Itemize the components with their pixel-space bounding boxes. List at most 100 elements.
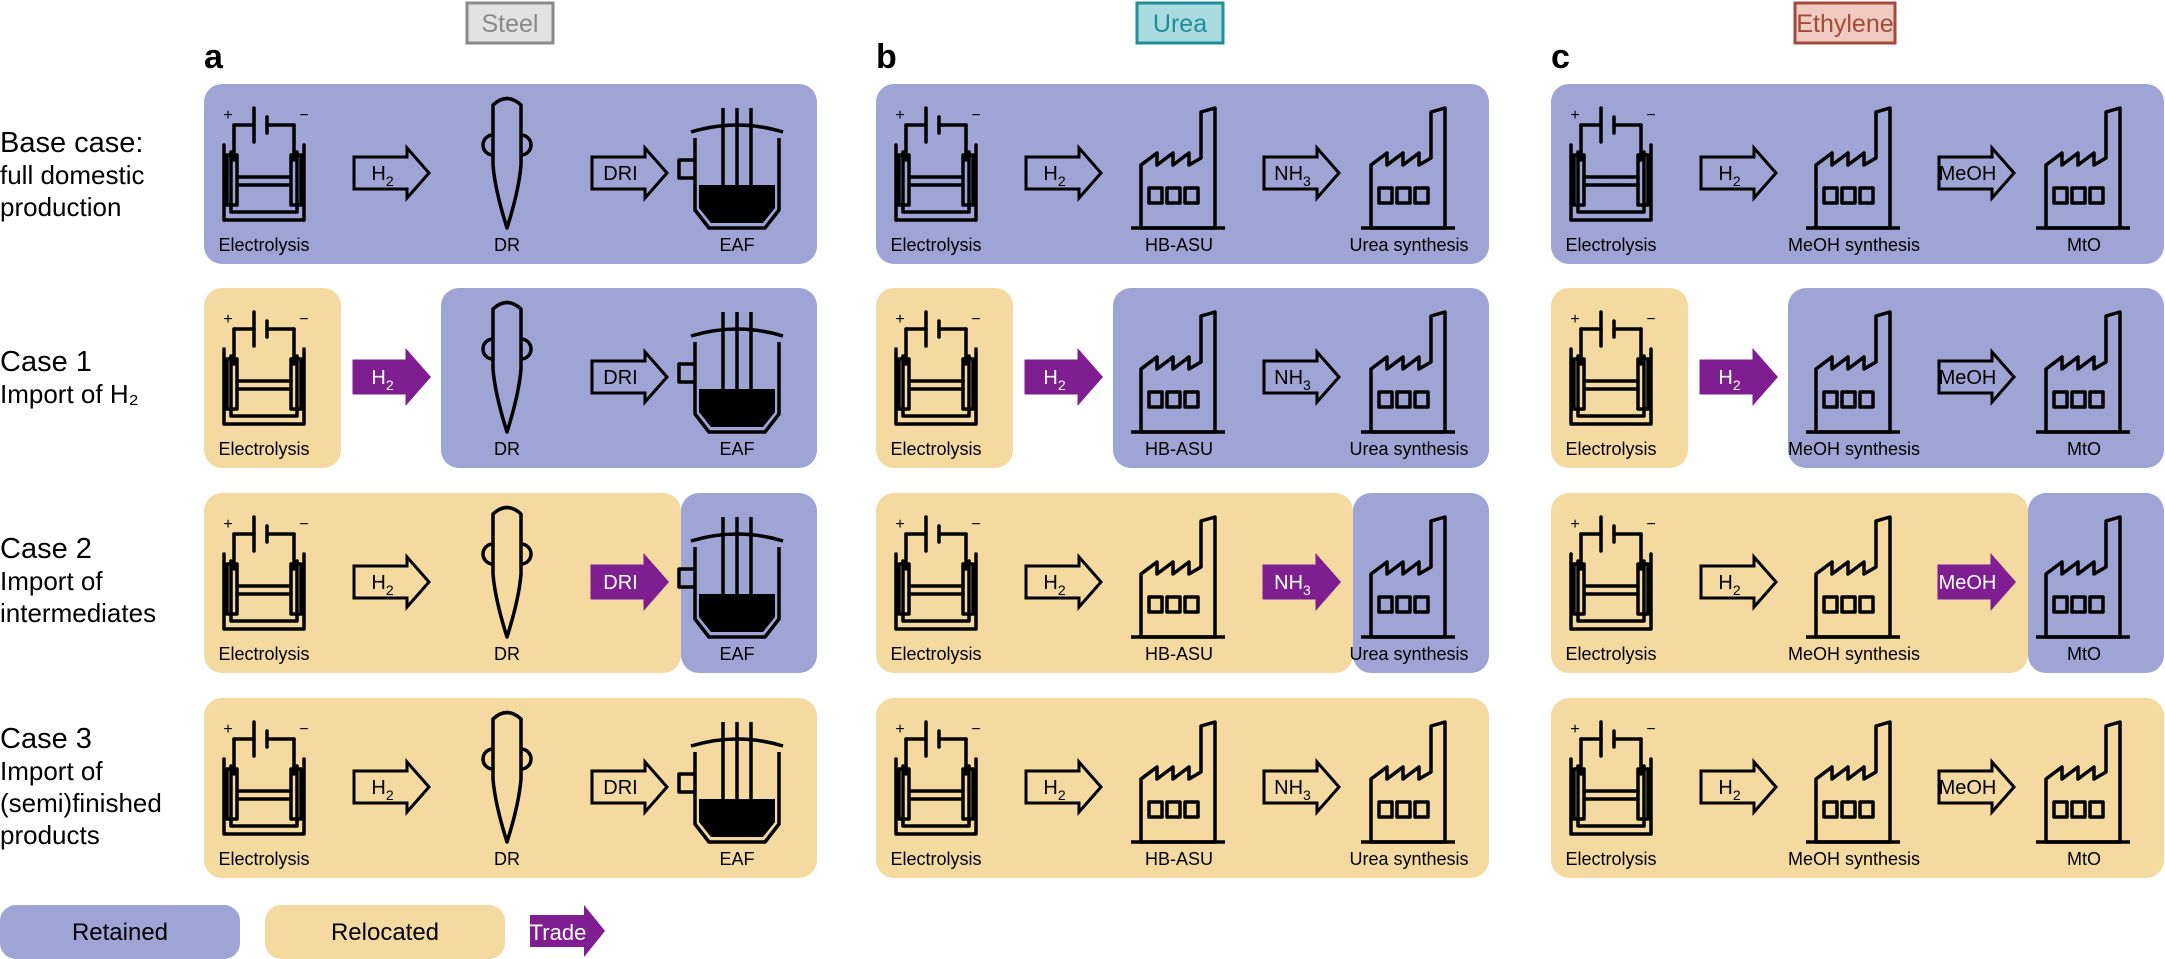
stage-label: DR [494,235,520,255]
legend-retained-label: Retained [72,919,168,946]
arrow-label-sub: 3 [1303,787,1311,803]
stage-label: Electrolysis [218,235,309,255]
arrow-label: H2 [371,163,393,189]
flow-arrow [1699,144,1778,202]
arc-furnace-icon [677,722,784,844]
arrow-label: H2 [1718,163,1740,189]
factory-icon [1806,515,1900,639]
flow-arrow [352,758,431,816]
factory-icon [2036,720,2130,844]
factory-icon [1131,720,1225,844]
column-header-box [465,1,555,45]
arrow-label: NH3 [1274,163,1311,189]
arrow-label-main: H [1043,163,1057,185]
trade-arrow [352,348,431,406]
stage-label: Electrolysis [890,644,981,664]
factory-icon [1361,720,1455,844]
stage-label: MeOH synthesis [1788,235,1920,255]
flow-arrow [590,758,669,816]
column-header-box [1793,1,1897,45]
arrow-label-main: MeOH [1939,572,1997,594]
arrow-label-main: NH [1274,777,1303,799]
stage-label: MeOH synthesis [1788,849,1920,869]
minus-sign: − [299,721,308,738]
arrow-label-main: DRI [603,572,637,594]
arrow-label-main: DRI [603,367,637,389]
arrow-label-sub: 3 [1303,582,1311,598]
arrow-label-main: H [1718,572,1732,594]
stage-label: DR [494,439,520,459]
arrow-label: MeOH [1939,572,1997,594]
relocated-block [876,698,1489,878]
electrolyzer-icon: +− [894,720,981,836]
flow-arrow [1699,553,1778,611]
flow-arrow [352,553,431,611]
stage-label: MtO [2067,849,2101,869]
arrow-label: NH3 [1274,572,1311,598]
flow-arrow [1262,758,1341,816]
arrow-label: H2 [371,777,393,803]
arrow-label: H2 [1043,163,1065,189]
trade-arrow [1937,553,2016,611]
flow-arrow [1024,553,1103,611]
plus-sign: + [223,721,232,738]
arrow-label-main: H [1718,777,1732,799]
arrow-label: NH3 [1274,777,1311,803]
stage-label: DR [494,849,520,869]
stage-label: MeOH synthesis [1788,439,1920,459]
minus-sign: − [971,107,980,124]
arrow-label-sub: 2 [386,377,394,393]
factory-icon [1806,310,1900,434]
stage-label: EAF [719,439,754,459]
arrow-label: H2 [1043,367,1065,393]
stage-label: HB-ASU [1145,439,1213,459]
flow-arrow [590,144,669,202]
plus-sign: + [895,311,904,328]
row-label-line: (semi)finished [0,788,162,818]
arrow-label-sub: 2 [386,173,394,189]
arrow-label: DRI [603,777,637,799]
minus-sign: − [971,721,980,738]
arrow-label: MeOH [1939,163,1997,185]
arc-furnace-icon [677,517,784,639]
stage-label: EAF [719,849,754,869]
plus-sign: + [223,311,232,328]
arrow-label-sub: 2 [1733,582,1741,598]
stage-label: HB-ASU [1145,235,1213,255]
plus-sign: + [1570,516,1579,533]
stage-label: Urea synthesis [1349,849,1468,869]
stage-label: EAF [719,644,754,664]
flow-arrow [1024,758,1103,816]
factory-icon [1131,310,1225,434]
arrow-label-main: H [1043,777,1057,799]
panel-letter: b [876,38,897,76]
minus-sign: − [1646,721,1655,738]
arrow-label-sub: 2 [1733,173,1741,189]
arrow-label: MeOH [1939,777,1997,799]
minus-sign: − [1646,311,1655,328]
row-label-title: Case 2 [0,533,92,565]
arrow-label-main: H [371,163,385,185]
electrolyzer-icon: +− [222,106,309,222]
row-label-title: Case 3 [0,723,92,755]
legend-relocated-swatch [265,905,505,959]
stage-label: MtO [2067,439,2101,459]
arrow-label: DRI [603,572,637,594]
arrow-label-main: MeOH [1939,163,1997,185]
plus-sign: + [1570,107,1579,124]
electrolyzer-icon: +− [894,106,981,222]
relocated-block [204,698,817,878]
arrow-label-sub: 3 [1303,377,1311,393]
arrow-label-sub: 2 [1733,377,1741,393]
factory-icon [1361,310,1455,434]
legend-trade-label: Trade [530,920,587,945]
factory-icon [2036,515,2130,639]
row-label-line: products [0,820,100,850]
stage-label: MeOH synthesis [1788,644,1920,664]
